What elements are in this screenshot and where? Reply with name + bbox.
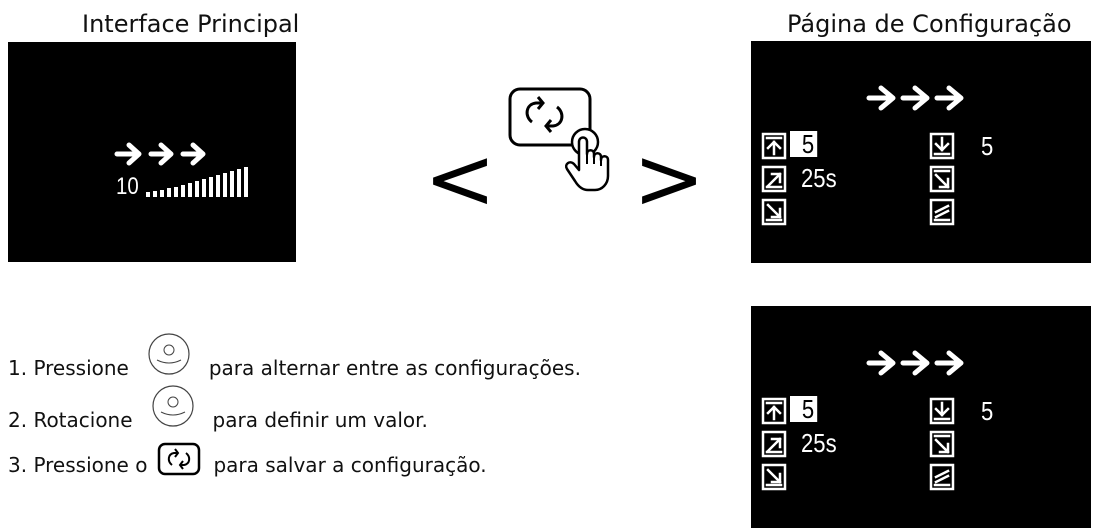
config-mode-icons — [761, 132, 955, 226]
config-screen-top: 5 25s 5 — [751, 41, 1091, 263]
level-number: 10 — [116, 173, 139, 200]
instruction-3: 3. Pressione o para salvar a configuraçã… — [8, 442, 487, 482]
instruction-2-suffix: para definir um valor. — [212, 408, 428, 432]
instruction-2-prefix: 2. Rotacione — [8, 408, 133, 432]
triple-right-arrow-icon — [114, 142, 206, 166]
instruction-3-suffix: para salvar a configuração. — [213, 453, 487, 477]
knob-icon — [151, 385, 194, 427]
main-interface-title: Interface Principal — [82, 10, 300, 38]
triple-right-arrow-icon — [866, 85, 964, 111]
config-value-left-2: 25s — [801, 428, 837, 458]
refresh-button-icon — [158, 442, 201, 476]
config-page-title: Página de Configuração — [787, 10, 1072, 38]
triple-right-arrow-icon — [866, 350, 964, 376]
config-value-right-1: 5 — [981, 131, 994, 161]
instruction-1: 1. Pressione para alternar entre as conf… — [8, 333, 581, 390]
main-interface-screen: 10 — [8, 42, 296, 262]
signal-level-bars-icon — [146, 167, 248, 197]
instruction-2: 2. Rotacione para definir um valor. — [8, 385, 428, 442]
config-screen-bottom: 5 25s 5 — [751, 306, 1091, 528]
config-mode-icons — [761, 397, 955, 491]
config-value-right-1: 5 — [981, 396, 994, 426]
config-value-left-1: 5 — [790, 396, 818, 422]
instruction-1-suffix: para alternar entre as configurações. — [208, 356, 581, 380]
instruction-3-prefix: 3. Pressione o — [8, 453, 148, 477]
knob-icon — [148, 333, 190, 375]
instruction-1-prefix: 1. Pressione — [8, 356, 129, 380]
refresh-button-with-pointing-hand-icon — [508, 87, 610, 192]
previous-arrow: < — [424, 129, 497, 229]
config-value-left-2: 25s — [801, 163, 837, 193]
config-value-left-1: 5 — [790, 131, 818, 157]
next-arrow: > — [633, 129, 706, 229]
